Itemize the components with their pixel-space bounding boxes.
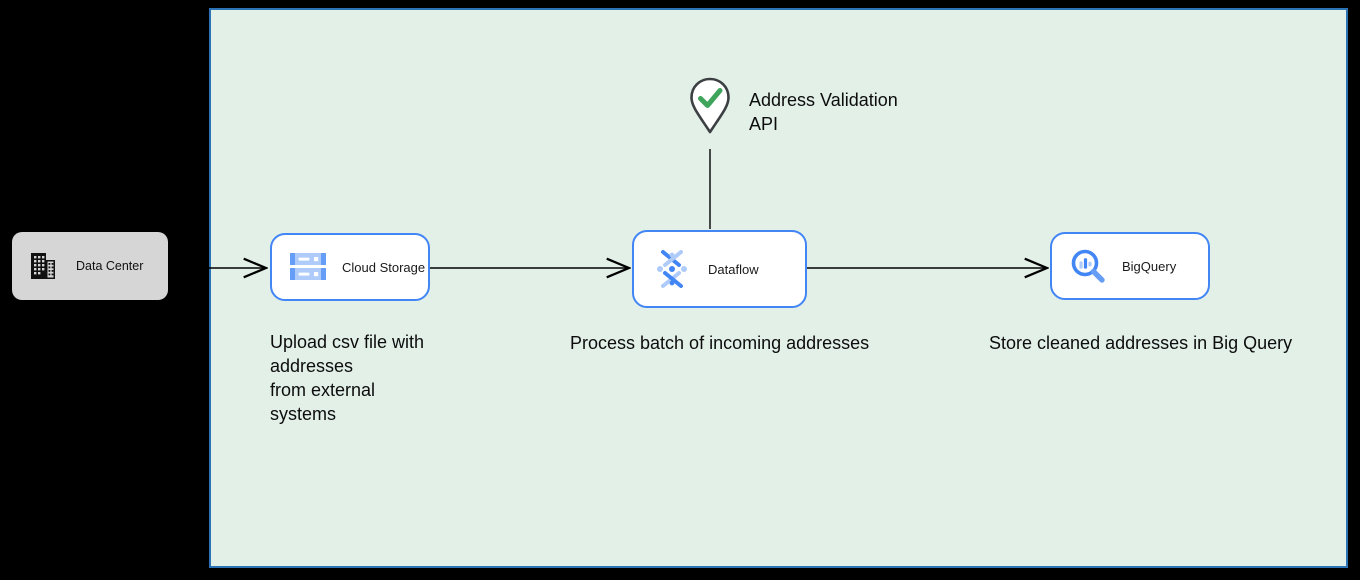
- building-icon: [31, 253, 55, 279]
- node-bigquery: BigQuery: [1050, 232, 1210, 300]
- node-dataflow: Dataflow: [632, 230, 807, 308]
- cloud-storage-note: Upload csv file with addresses from exte…: [270, 332, 425, 424]
- dataflow-label: Dataflow: [708, 261, 759, 277]
- bigquery-icon: [1071, 249, 1105, 283]
- address-validation-api-label: Address Validation API: [749, 90, 898, 134]
- cloud-storage-label: Cloud Storage: [342, 259, 426, 275]
- cloud-storage-icon: [290, 253, 326, 280]
- bigquery-label: BigQuery: [1122, 258, 1177, 274]
- node-data-center: Data Center: [12, 232, 168, 300]
- bigquery-note: Store cleaned addresses in Big Query: [989, 333, 1293, 353]
- data-center-label: Data Center: [76, 259, 144, 273]
- map-pin-check-icon: [690, 77, 730, 134]
- node-cloud-storage: Cloud Storage: [270, 233, 430, 301]
- dataflow-icon: [657, 250, 687, 288]
- dataflow-note: Process batch of incoming addresses: [570, 333, 870, 353]
